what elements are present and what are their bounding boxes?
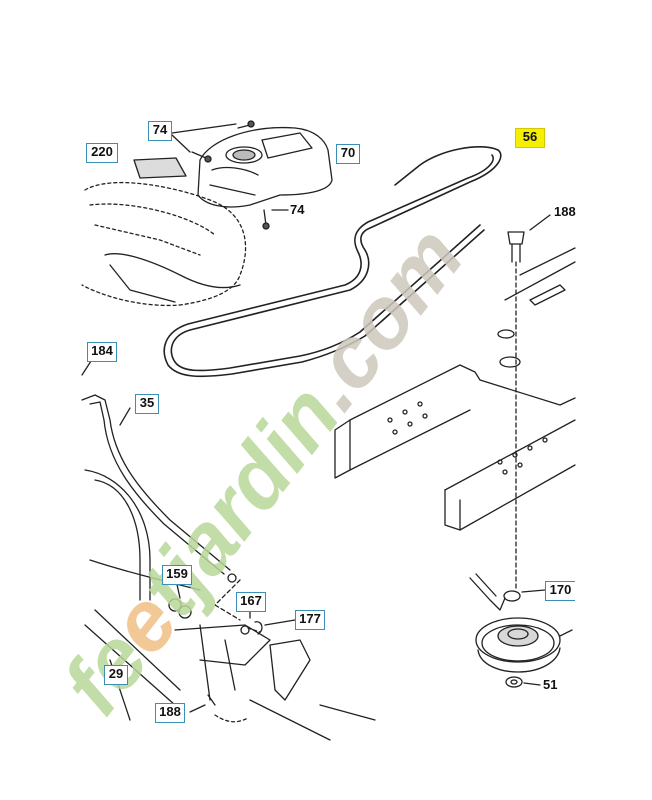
callout-170: 170 (545, 581, 575, 601)
idler-arm (469, 573, 521, 611)
callout-74-lower: 74 (290, 202, 305, 217)
callout-35: 35 (135, 394, 159, 414)
callout-184: 184 (87, 342, 117, 362)
bracket-220 (133, 157, 187, 179)
callout-177: 177 (295, 610, 325, 630)
callout-70: 70 (336, 144, 360, 164)
callout-56: 56 (515, 128, 545, 148)
callout-29: 29 (104, 665, 128, 685)
lever-shaft (84, 469, 376, 741)
housing-70 (197, 126, 333, 208)
callout-74-top: 74 (148, 121, 172, 141)
callout-51: 51 (543, 677, 558, 692)
callout-167: 167 (236, 592, 266, 612)
bolt-74-top (191, 120, 255, 163)
callout-188-bottom: 188 (155, 703, 185, 723)
callout-188-top: 188 (554, 204, 576, 219)
link-rod-35 (81, 394, 231, 575)
screw-74 (262, 209, 289, 230)
pulley (475, 617, 561, 673)
chassis-frame (334, 247, 576, 531)
nut-51 (505, 676, 523, 688)
bolt-188 (507, 231, 525, 263)
belt-56 (163, 146, 502, 378)
callout-220: 220 (86, 143, 118, 163)
deck-cover (81, 181, 247, 307)
callout-159: 159 (162, 565, 192, 585)
